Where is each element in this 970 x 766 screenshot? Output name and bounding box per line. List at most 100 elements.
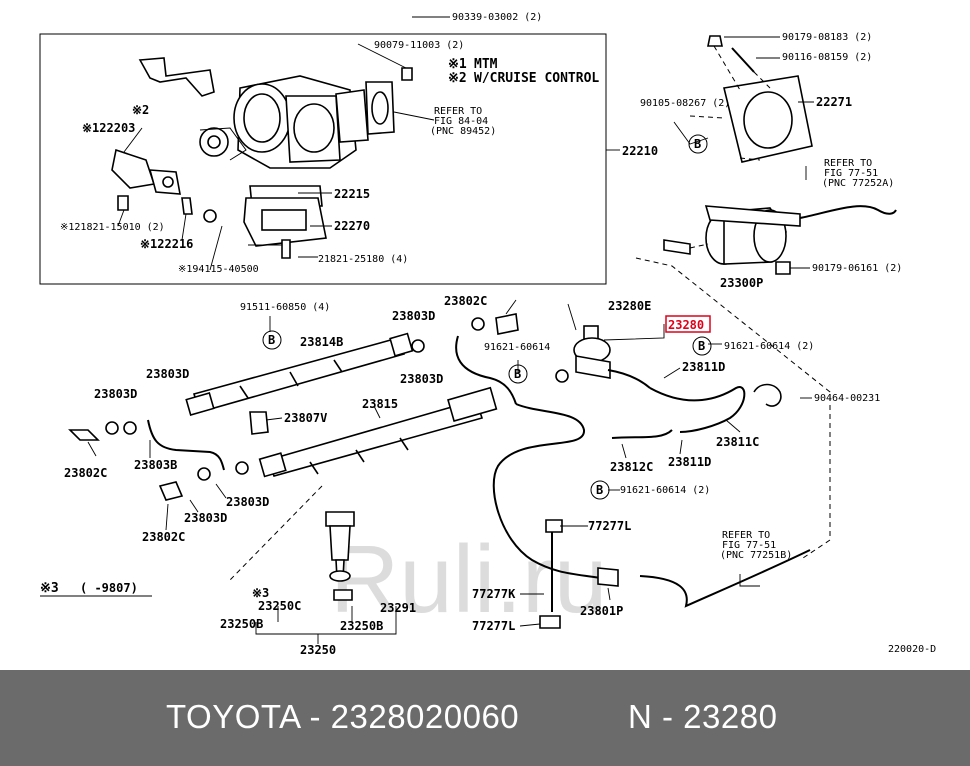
washer-23803d-left: [105, 421, 119, 435]
screw-22216-drawing: [181, 197, 193, 215]
highlight-box: [665, 315, 711, 333]
part-label-23250B-a: 23250B: [220, 617, 263, 631]
bolt-marker-91511: [262, 330, 282, 350]
washer-23803d-bottom2: [235, 461, 249, 475]
part-label-22270: 22270: [334, 219, 370, 233]
part-label-23250: 23250: [300, 643, 336, 657]
parts-diagram: Ruli.ru: [39, 12, 936, 657]
bolt-marker-text: B: [596, 483, 603, 497]
clip-90464-drawing: [753, 383, 782, 407]
washer-23803d-left2: [123, 421, 137, 435]
note2-mark: ※2: [448, 71, 467, 86]
hose-23812c: [611, 429, 673, 439]
part-label-21821-25180: 21821-25180 (4): [318, 254, 408, 265]
oring-23280e-drawing: [555, 369, 569, 383]
part-label-90464-00231: 90464-00231: [814, 393, 880, 404]
part-label-23807V: 23807V: [284, 411, 327, 425]
bolt-marker-22271: [688, 134, 708, 154]
part-label-90079-11003: 90079-11003 (2): [374, 40, 464, 51]
refer-note-3-line3: (PNC 77251B): [720, 550, 792, 561]
part-label-23280E: 23280E: [608, 299, 651, 313]
part-label-77277L-a: 77277L: [588, 519, 631, 533]
refer-note-2-line2: FIG 77-51: [824, 168, 878, 179]
watermark: Ruli.ru: [330, 526, 607, 633]
part-label-23803D-left: 23803D: [94, 387, 137, 401]
washer-23803d-top: [471, 317, 485, 331]
note3-text: ( -9807): [80, 581, 138, 595]
part-label-23801P: 23801P: [580, 604, 623, 618]
part-label-23811C: 23811C: [716, 435, 759, 449]
diagram-code: 220020-D: [888, 644, 936, 655]
part-label-23280-highlighted: 23280: [668, 318, 704, 332]
bracket-23250: [255, 622, 397, 644]
filter-outlet-pipe: [799, 205, 897, 219]
part-label-90179-06161: 90179-06161 (2): [812, 263, 902, 274]
part-label-23812C: 23812C: [610, 460, 653, 474]
screw-90079-drawing: [401, 67, 413, 81]
vacuum-hose-23811d: [607, 369, 651, 389]
throttle-sensor-drawing: [111, 148, 181, 195]
note2-text: W/CRUISE CONTROL: [474, 71, 599, 86]
insulator-23291-drawing: [333, 589, 353, 601]
part-label-22271: 22271: [816, 95, 852, 109]
part-label-23250C: 23250C: [258, 599, 301, 613]
throttle-body-drawing: [199, 75, 369, 169]
part-label-22215: 22215: [334, 187, 370, 201]
bolt-marker-text: B: [514, 367, 521, 381]
part-number-footer: TOYOTA - 2328020060 N - 23280: [0, 670, 970, 766]
part-label-23814B: 23814B: [300, 335, 343, 349]
cruise-bracket-drawing: [138, 57, 215, 97]
fuel-pipe-23803b: [147, 419, 225, 471]
clamp-77277l-drawing: [545, 519, 563, 533]
injector-guide: [229, 485, 323, 581]
return-pipe-main: [492, 403, 601, 579]
bolt-90179b-drawing: [775, 261, 791, 275]
part-label-23811D-a: 23811D: [682, 360, 725, 374]
note3-mark: ※3: [40, 581, 59, 596]
part-label-22203: ※122203: [82, 121, 135, 135]
bolt-marker-text: B: [698, 339, 705, 353]
note1-text: MTM: [474, 57, 498, 72]
bolt-marker-91621b: [692, 336, 712, 356]
refer-note-1-line1: REFER TO: [434, 106, 482, 117]
hose-23811c: [649, 386, 746, 433]
part-label-23815: 23815: [362, 397, 398, 411]
part-label-91621-60614-a: 91621-60614: [484, 342, 550, 353]
refer-note-2-line1: REFER TO: [824, 158, 872, 169]
fuel-rail-23814b-drawing: [185, 332, 414, 416]
part-label-91511-60850: 91511-60850 (4): [240, 302, 330, 313]
stud-90116-drawing: [731, 47, 755, 73]
insulator-23807v-drawing: [249, 411, 269, 435]
fuel-injector-drawing: [325, 511, 355, 582]
fuel-filter-drawing: [704, 205, 801, 265]
refer-note-1-line3: (PNC 89452): [430, 126, 496, 137]
part-label-23803D-top: 23803D: [392, 309, 435, 323]
part-label-90339-03002: 90339-03002 (2): [452, 12, 542, 23]
footer-part-number: TOYOTA - 2328020060: [166, 698, 520, 735]
part-label-22210: 22210: [622, 144, 658, 158]
part-label-23300P: 23300P: [720, 276, 763, 290]
union-bolt-23802c-top: [495, 313, 519, 335]
part-label-91621-60614-c: 91621-60614 (2): [620, 485, 710, 496]
isc-valve-drawing: [243, 185, 327, 247]
bolt-marker-text: B: [694, 137, 701, 151]
part-label-90179-08183: 90179-08183 (2): [782, 32, 872, 43]
part-label-77277L-b: 77277L: [472, 619, 515, 633]
bolt-90179-drawing: [707, 35, 723, 47]
union-bolt-23802c-bottom: [158, 481, 184, 501]
part-label-23803D-lower: 23803D: [184, 511, 227, 525]
refer-note-2-line3: (PNC 77252A): [822, 178, 894, 189]
part-label-21821-15010: ※121821-15010 (2): [60, 222, 165, 233]
part-label-note3-item: ※3: [252, 586, 269, 600]
bolt-marker-text: B: [268, 333, 275, 347]
fitting-23801p-drawing: [597, 567, 619, 587]
screw-21821-drawing: [117, 195, 129, 211]
bolt-marker-91621c: [590, 480, 610, 500]
part-label-bracket-note2: ※2: [132, 103, 149, 117]
part-label-23802C-lower: 23802C: [142, 530, 185, 544]
fuel-pipe-23803d: [455, 335, 517, 405]
refer-note-3-line2: FIG 77-51: [722, 540, 776, 551]
part-label-90105-08267: 90105-08267 (2): [640, 98, 730, 109]
footer-diagram-number: N - 23280: [628, 698, 778, 735]
